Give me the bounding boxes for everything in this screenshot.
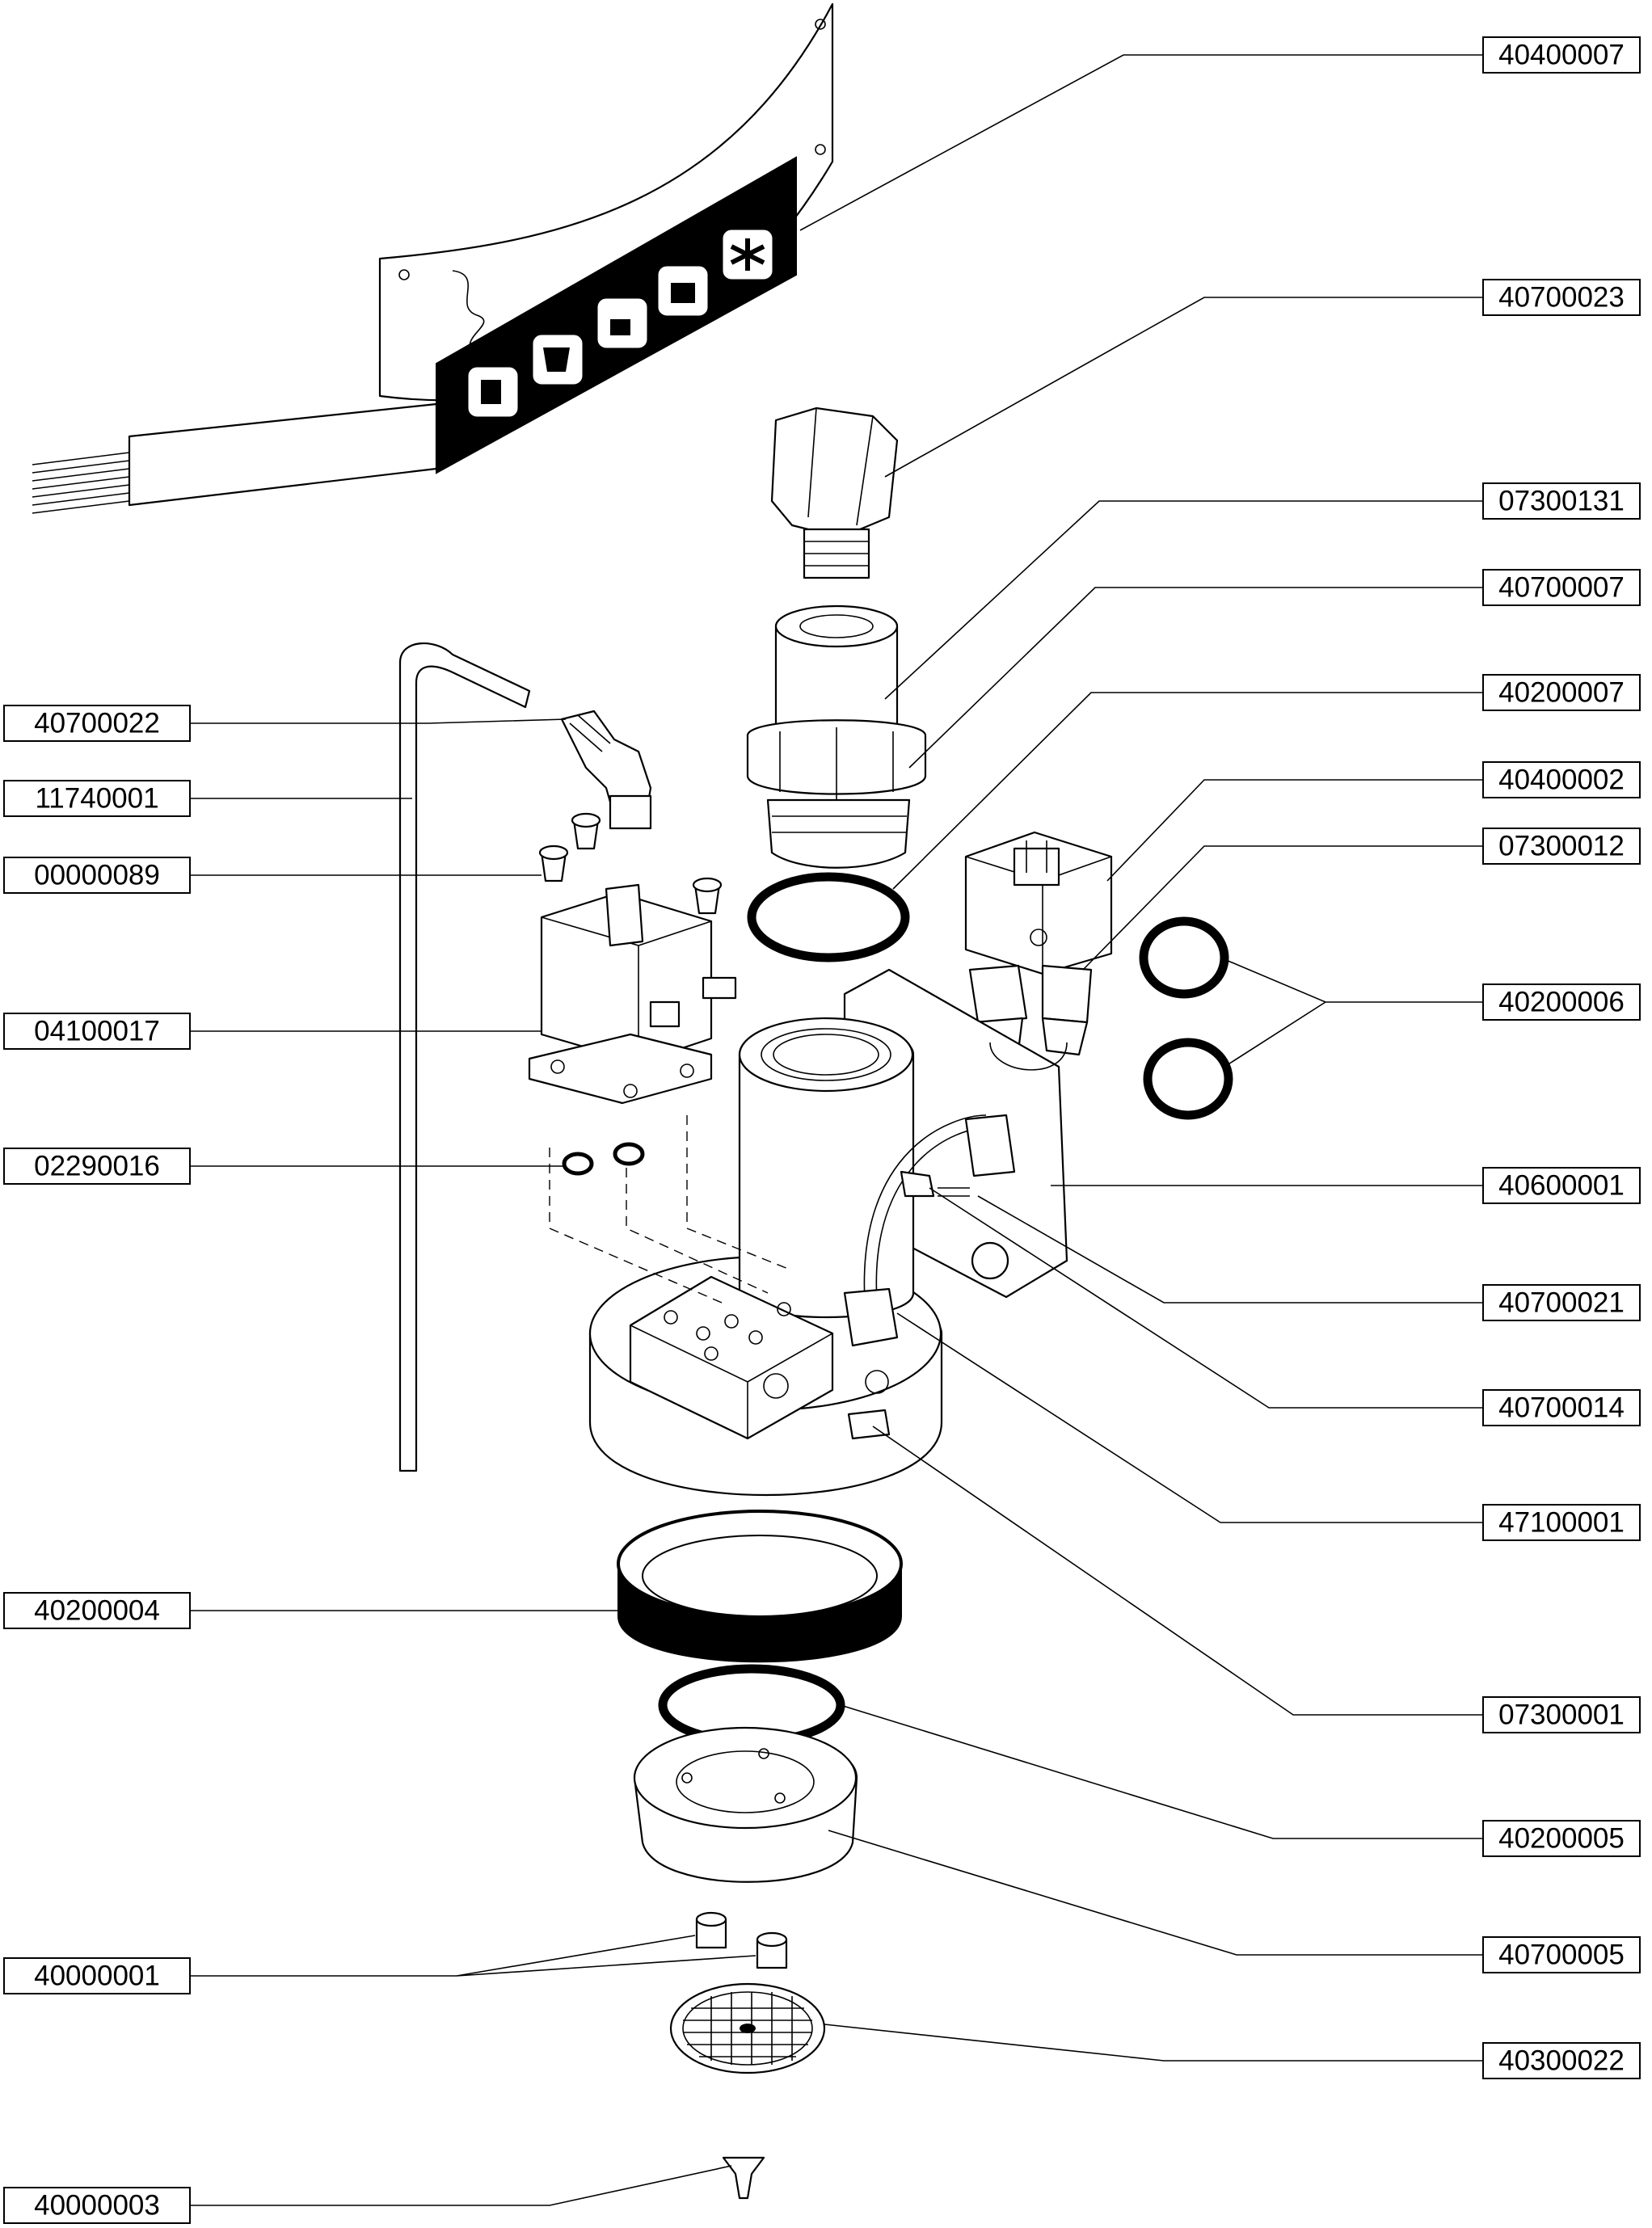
label-11740001: 11740001 <box>3 780 191 817</box>
label-text: 07300001 <box>1498 1699 1625 1731</box>
label-00000089: 00000089 <box>3 857 191 894</box>
control-panel-board <box>32 2 834 514</box>
group-gasket <box>617 1510 903 1663</box>
elbow-fitting <box>560 710 652 830</box>
label-40700023: 40700023 <box>1482 279 1641 316</box>
label-text: 40200005 <box>1498 1823 1625 1855</box>
right-solenoid-coil <box>964 831 1113 975</box>
assembly-guide-lines <box>549 1115 789 1306</box>
label-40000001: 40000001 <box>3 1957 191 1994</box>
label-40200004: 40200004 <box>3 1592 191 1629</box>
label-text: 40700022 <box>34 708 160 739</box>
shower-holder <box>633 1726 858 1883</box>
label-40400002: 40400002 <box>1482 761 1641 798</box>
o-ring-upper <box>1139 916 1229 999</box>
label-text: 40200006 <box>1498 987 1625 1018</box>
shower-screws <box>695 1911 788 1969</box>
label-40200007: 40200007 <box>1482 674 1641 711</box>
hot-water-tube <box>398 642 531 1472</box>
label-40300022: 40300022 <box>1482 2042 1641 2079</box>
leader-lines <box>190 54 1483 2206</box>
label-text: 11740001 <box>35 783 158 815</box>
label-text: 47100001 <box>1498 1507 1625 1539</box>
label-40200005: 40200005 <box>1482 1820 1641 1857</box>
central-screw <box>722 2156 765 2200</box>
label-07300012: 07300012 <box>1482 828 1641 865</box>
label-text: 40600001 <box>1498 1170 1625 1202</box>
label-40700021: 40700021 <box>1482 1284 1641 1321</box>
label-text: 40700005 <box>1498 1939 1625 1971</box>
label-02290016: 02290016 <box>3 1148 191 1185</box>
small-o-ring-right <box>613 1142 645 1166</box>
screws-set <box>538 812 723 915</box>
small-o-ring-left <box>562 1152 594 1176</box>
label-text: 40700023 <box>1498 282 1625 314</box>
connecting-pipe <box>843 1042 1068 1347</box>
label-text: 07300131 <box>1498 486 1625 517</box>
label-text: 04100017 <box>34 1016 160 1047</box>
o-ring-lower <box>1143 1038 1233 1120</box>
label-40200006: 40200006 <box>1482 983 1641 1021</box>
label-text: 02290016 <box>34 1151 160 1182</box>
label-40400007: 40400007 <box>1482 36 1641 74</box>
cap-nut <box>770 406 899 579</box>
threaded-fitting <box>746 604 927 869</box>
label-40000003: 40000003 <box>3 2187 191 2224</box>
label-40700014: 40700014 <box>1482 1389 1641 1426</box>
label-text: 40200007 <box>1498 677 1625 709</box>
label-text: 40400007 <box>1498 40 1625 71</box>
label-07300001: 07300001 <box>1482 1696 1641 1733</box>
label-text: 40400002 <box>1498 764 1625 796</box>
label-text: 07300012 <box>1498 831 1625 862</box>
label-04100017: 04100017 <box>3 1013 191 1050</box>
label-text: 40200004 <box>34 1595 160 1627</box>
solenoid-valve <box>528 883 737 1105</box>
label-40700005: 40700005 <box>1482 1936 1641 1973</box>
label-07300131: 07300131 <box>1482 482 1641 520</box>
label-text: 40700007 <box>1498 572 1625 604</box>
label-text: 40000003 <box>34 2190 160 2222</box>
label-text: 40300022 <box>1498 2045 1625 2077</box>
label-text: 40700021 <box>1498 1287 1625 1319</box>
label-47100001: 47100001 <box>1482 1504 1641 1541</box>
label-40700007: 40700007 <box>1482 569 1641 606</box>
shower-screen <box>669 1982 826 2074</box>
label-text: 40000001 <box>34 1961 160 1992</box>
label-40700022: 40700022 <box>3 705 191 742</box>
o-ring-large <box>747 872 910 962</box>
label-text: 40700014 <box>1498 1392 1625 1424</box>
label-text: 00000089 <box>34 860 160 891</box>
label-40600001: 40600001 <box>1482 1167 1641 1204</box>
